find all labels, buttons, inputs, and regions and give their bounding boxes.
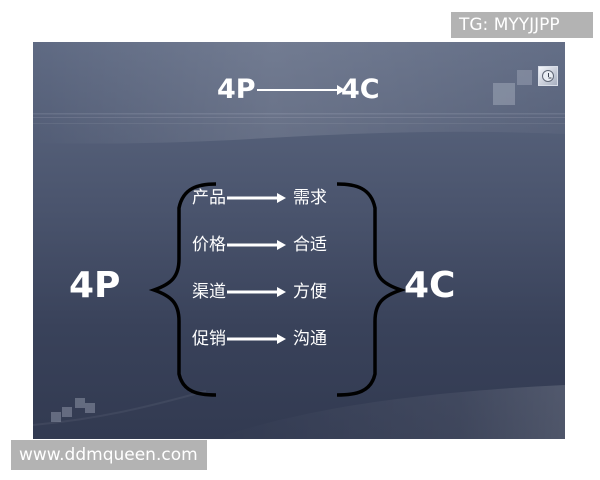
pair-left-promotion: 促销: [192, 329, 226, 349]
top-4p-label: 4P: [217, 74, 256, 105]
pair-left-channel: 渠道: [192, 282, 226, 302]
pair-right-demand: 需求: [293, 188, 327, 208]
row4-arrow-head: [277, 334, 286, 344]
top-watermark-text: TG: MYYJJPP: [459, 15, 560, 35]
pair-right-convenience: 方便: [293, 282, 327, 302]
top-arrow-head: [337, 85, 345, 95]
slide-square-1: [493, 83, 515, 105]
slide-square-4: [62, 407, 72, 417]
row3-arrow-head: [277, 287, 286, 297]
bottom-watermark: www.ddmqueen.com: [11, 440, 207, 470]
slide-square-2: [517, 70, 532, 85]
pair-left-price: 价格: [192, 235, 226, 255]
slide-square-6: [85, 403, 95, 413]
top-4c-label: 4C: [341, 74, 380, 105]
row2-arrow-head: [277, 240, 286, 250]
diagram-slide: 4P 4C 4P 4C 产品 需求 价格 合适 渠道 方便 促销 沟通: [33, 42, 565, 439]
slide-square-5: [75, 398, 85, 408]
diagram-lines: [148, 85, 407, 397]
pair-left-product: 产品: [192, 188, 226, 208]
bottom-watermark-text: www.ddmqueen.com: [19, 445, 198, 465]
top-watermark: TG: MYYJJPP: [451, 12, 593, 38]
clock-face-icon: [542, 70, 554, 82]
main-4c-label: 4C: [404, 265, 456, 306]
main-4p-label: 4P: [69, 265, 121, 306]
pair-right-communication: 沟通: [293, 329, 327, 349]
left-brace: [148, 182, 217, 397]
slide-square-3: [51, 412, 61, 422]
right-brace: [336, 182, 407, 397]
pair-right-fit: 合适: [293, 235, 327, 255]
clock-icon: [538, 66, 558, 86]
row1-arrow-head: [277, 193, 286, 203]
slide-background-art: [33, 42, 565, 439]
